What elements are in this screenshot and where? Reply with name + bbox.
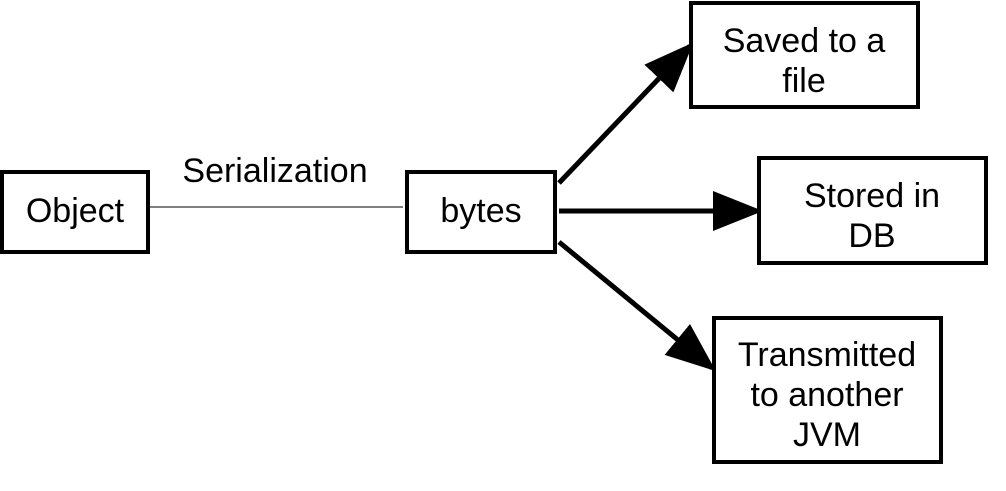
arrow-to-file bbox=[557, 42, 694, 185]
jvm-node-line-1: Transmitted bbox=[738, 336, 916, 374]
object-node-label: Object bbox=[26, 192, 125, 230]
file-node-line-1: Saved to a bbox=[723, 22, 886, 60]
file-node: Saved to a file bbox=[689, 1, 920, 109]
object-node: Object bbox=[0, 170, 150, 254]
serialization-label: Serialization bbox=[182, 152, 367, 190]
db-node-line-1: Stored in bbox=[804, 177, 940, 215]
jvm-node-line-3: JVM bbox=[793, 416, 861, 454]
db-node: Stored in DB bbox=[757, 156, 988, 265]
bytes-node: bytes bbox=[405, 170, 557, 254]
arrow-to-jvm bbox=[557, 240, 716, 372]
jvm-node: Transmitted to another JVM bbox=[712, 316, 943, 464]
db-node-line-2: DB bbox=[848, 217, 895, 255]
file-node-line-2: file bbox=[782, 62, 825, 100]
bytes-node-label: bytes bbox=[440, 192, 521, 230]
jvm-node-line-2: to another bbox=[750, 376, 903, 414]
